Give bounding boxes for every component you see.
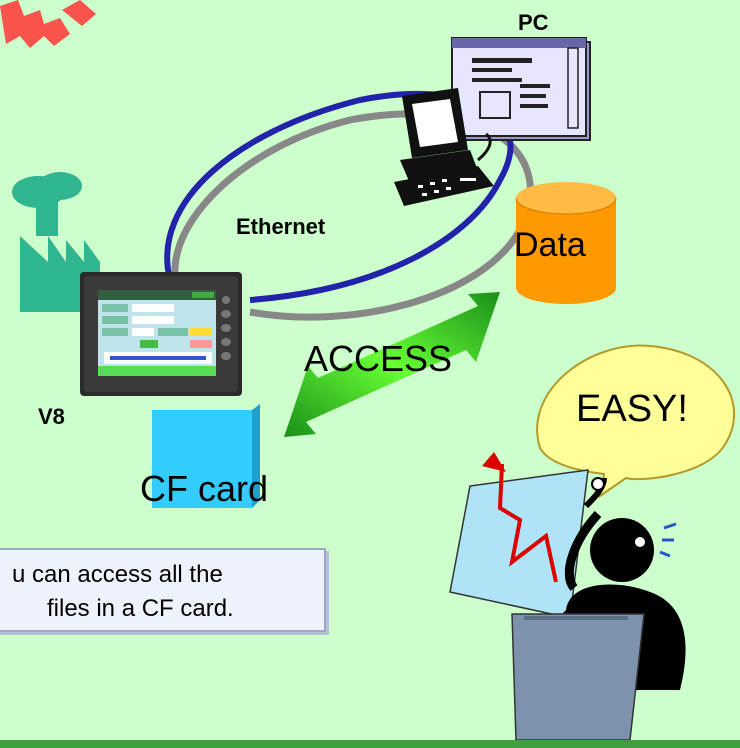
cf-card-label: CF card xyxy=(140,468,269,509)
bottom-bar xyxy=(0,740,740,748)
v8-label: V8 xyxy=(38,404,65,429)
info-note: u can access all the files in a CF card. xyxy=(0,548,326,632)
chart-board xyxy=(449,452,589,619)
watermark xyxy=(0,0,96,48)
ethernet-label: Ethernet xyxy=(236,214,326,239)
presenter-figure xyxy=(511,477,686,741)
pc-window-icon xyxy=(451,37,591,141)
cf-card-icon xyxy=(152,404,260,508)
note-line-1: u can access all the xyxy=(12,561,223,588)
computer-icon xyxy=(394,88,494,206)
pc-label: PC xyxy=(518,10,549,35)
database-cylinder xyxy=(515,182,617,304)
data-label: Data xyxy=(514,226,586,264)
access-arrow xyxy=(284,292,500,437)
speech-bubble xyxy=(536,344,735,499)
access-label: ACCESS xyxy=(304,338,453,379)
easy-label: EASY! xyxy=(576,388,688,430)
note-line-2: files in a CF card. xyxy=(47,595,234,622)
v8-panel xyxy=(80,272,242,396)
